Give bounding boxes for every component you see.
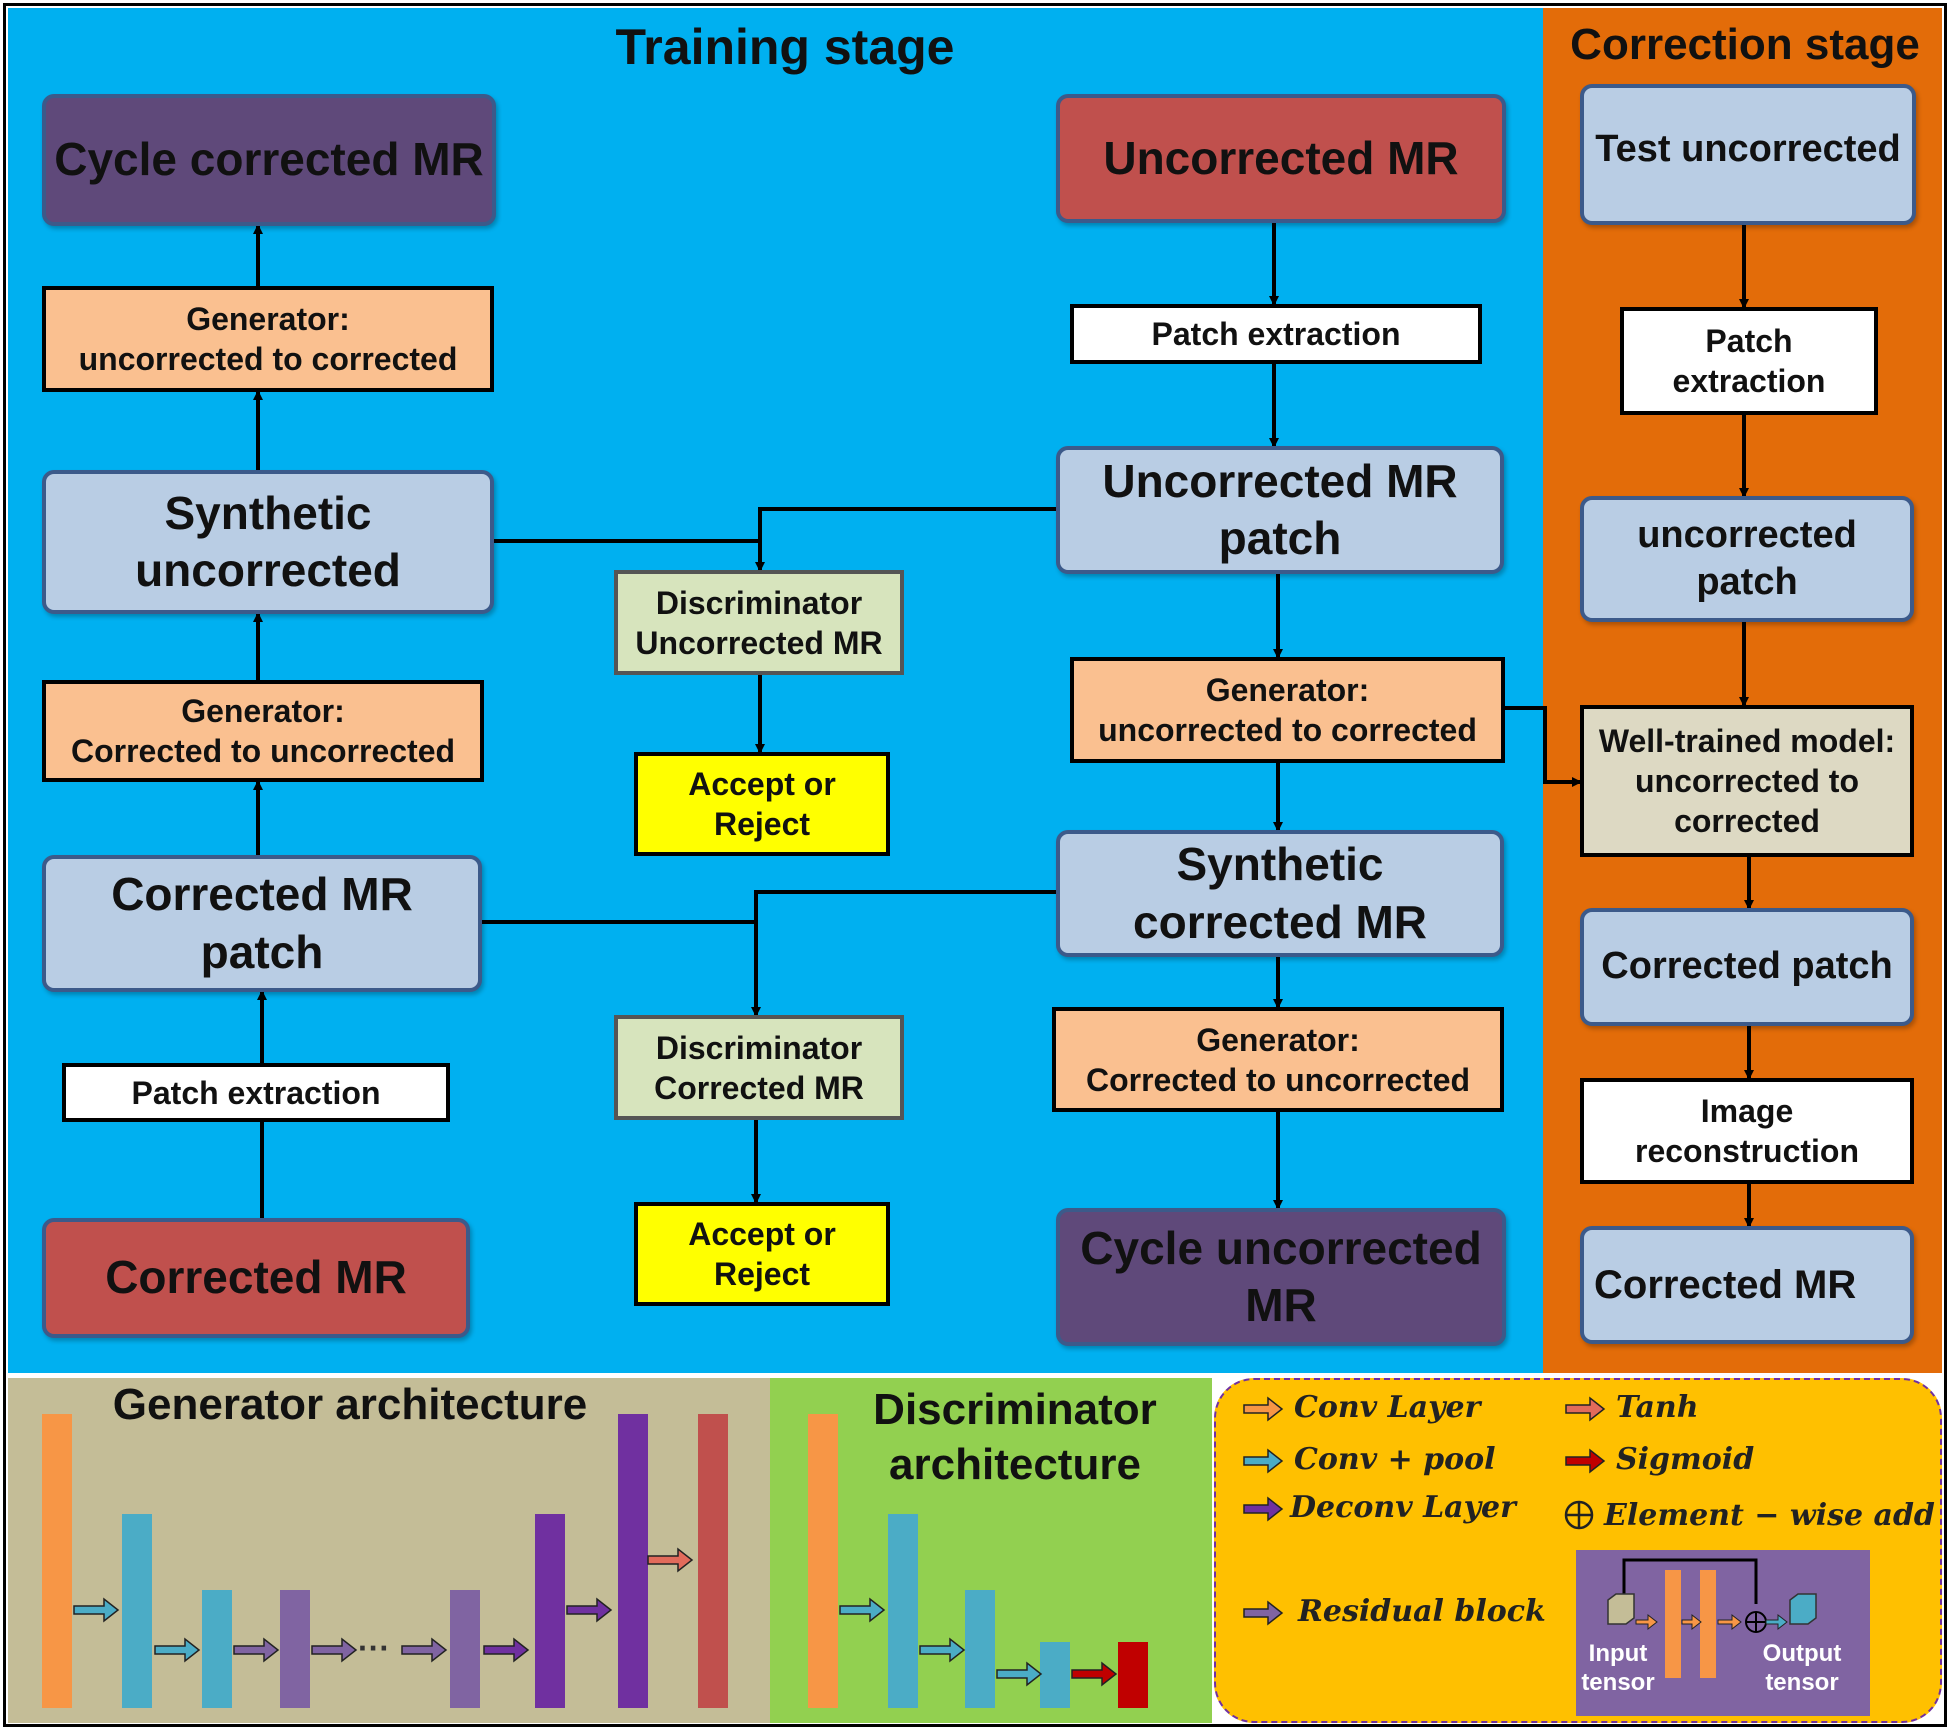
skip-connection [1622,1558,1758,1604]
well-trained-model-box: Well-trained model: uncorrected to corre… [1580,705,1914,857]
gen-residual-layer-1 [280,1590,310,1708]
legend-sigmoid: Sigmoid [1616,1442,1755,1477]
gen-residual-layer-2 [450,1590,480,1708]
gen-conv-pool-arrow-icon [73,1597,120,1623]
conv-pool-arrow-icon [1243,1448,1284,1474]
disc-sigmoid-arrow-icon [1071,1661,1118,1687]
generator-uncorrected-to-corrected-right: Generator: uncorrected to corrected [1070,657,1505,763]
legend-tanh: Tanh [1616,1390,1699,1425]
gen-deconv-layer-2 [618,1414,648,1708]
generator-ellipsis: ··· [358,1630,390,1666]
accept-or-reject-box-1: Accept or Reject [634,752,890,856]
arrow-to-disc-uncorrected [755,507,1056,572]
uncorrected-mr-box: Uncorrected MR [1056,94,1506,223]
generator-corrected-to-uncorrected-right: Generator: Corrected to uncorrected [1052,1007,1504,1112]
legend-conv-pool: Conv + pool [1294,1442,1496,1477]
image-reconstruction-box: Image reconstruction [1580,1078,1914,1184]
disc-conv-pool-arrow-icon [996,1661,1043,1687]
gen-residual-arrow-icon [311,1637,358,1663]
gen-residual-arrow-icon [233,1637,280,1663]
output-tensor-label: Output tensor [1762,1640,1842,1696]
sigmoid-arrow-icon [1565,1448,1606,1474]
gen-conv-pool-arrow-icon [154,1637,201,1663]
disc-conv-pool-arrow-icon [919,1637,966,1663]
disc-conv-pool-layer-3 [1040,1642,1070,1708]
discriminator-corrected-mr-box: Discriminator Corrected MR [614,1015,904,1120]
discriminator-architecture-title: Discriminator architecture [873,1385,1157,1489]
legend-deconv-layer: Deconv Layer [1290,1490,1516,1525]
generator-layers [42,1414,728,1708]
arrow-generator-to-well-trained-model [1505,706,1582,787]
input-tensor-icon [1607,1593,1635,1625]
generator-corrected-to-uncorrected-left: Generator: Corrected to uncorrected [42,680,484,782]
legend-conv-layer: Conv Layer [1294,1390,1481,1425]
disc-conv-pool-layer-1 [888,1514,918,1708]
gen-deconv-arrow-icon [483,1637,530,1663]
patch-extraction-right-box: Patch extraction [1070,304,1482,364]
gen-tanh-arrow-icon [647,1547,694,1573]
arrow-to-disc-corrected [751,890,1056,1017]
generator-uncorrected-to-corrected-left: Generator: uncorrected to corrected [42,286,494,392]
element-wise-add-icon [1564,1500,1594,1530]
conv-arrow-icon [1243,1396,1284,1422]
legend-element-wise-add: Element − wise add [1604,1498,1935,1533]
cycle-corrected-mr-box: Cycle corrected MR [42,94,496,226]
residual-conv-layer-2 [1700,1570,1716,1678]
gen-residual-arrow-icon [401,1637,448,1663]
input-tensor-label: Input tensor [1581,1640,1655,1696]
legend-residual-block: Residual block [1298,1594,1546,1629]
figure-frame [3,3,1947,1727]
residual-block-diagram [1576,1550,1870,1716]
gen-deconv-layer-1 [535,1514,565,1708]
tanh-arrow-icon [1565,1396,1606,1422]
generator-arrows [73,1547,694,1663]
patch-extraction-correction-box: Patch extraction [1620,307,1878,415]
gen-conv-layer [42,1414,72,1708]
test-uncorrected-box: Test uncorrected [1580,84,1916,225]
residual-add-icon [1745,1611,1767,1633]
synthetic-uncorrected-box: Synthetic uncorrected [42,470,494,614]
cycle-uncorrected-mr-box: Cycle uncorrected MR [1056,1208,1506,1346]
residual-conv-layer-1 [1665,1570,1681,1678]
corrected-mr-patch-box: Corrected MR patch [42,855,482,992]
correction-stage-title: Correction stage [1570,20,1920,69]
residual-arrow-icon [1243,1600,1284,1626]
disc-sigmoid-layer [1118,1642,1148,1708]
discriminator-uncorrected-mr-box: Discriminator Uncorrected MR [614,570,904,675]
deconv-arrow-icon [1243,1496,1284,1522]
patch-extraction-left-box: Patch extraction [62,1063,450,1122]
gen-deconv-arrow-icon [566,1597,613,1623]
corrected-mr-box: Corrected MR [42,1218,470,1338]
corrected-patch-correction-box: Corrected patch [1580,908,1914,1026]
gen-conv-pool-layer-1 [122,1514,152,1708]
disc-conv-pool-arrow-icon [839,1597,886,1623]
uncorrected-mr-patch-box: Uncorrected MR patch [1056,446,1504,574]
training-stage-title: Training stage [615,19,955,75]
gen-conv-pool-layer-2 [202,1590,232,1708]
synthetic-corrected-mr-box: Synthetic corrected MR [1056,830,1504,957]
corrected-mr-correction-box: Corrected MR [1580,1226,1914,1344]
accept-or-reject-box-2: Accept or Reject [634,1202,890,1306]
output-tensor-icon [1789,1593,1817,1625]
uncorrected-patch-correction-box: uncorrected patch [1580,496,1914,622]
generator-architecture-title: Generator architecture [112,1380,588,1429]
discriminator-layers [808,1414,1148,1708]
gen-tanh-layer [698,1414,728,1708]
discriminator-arrows [839,1597,1118,1687]
disc-conv-layer [808,1414,838,1708]
disc-conv-pool-layer-2 [965,1590,995,1708]
